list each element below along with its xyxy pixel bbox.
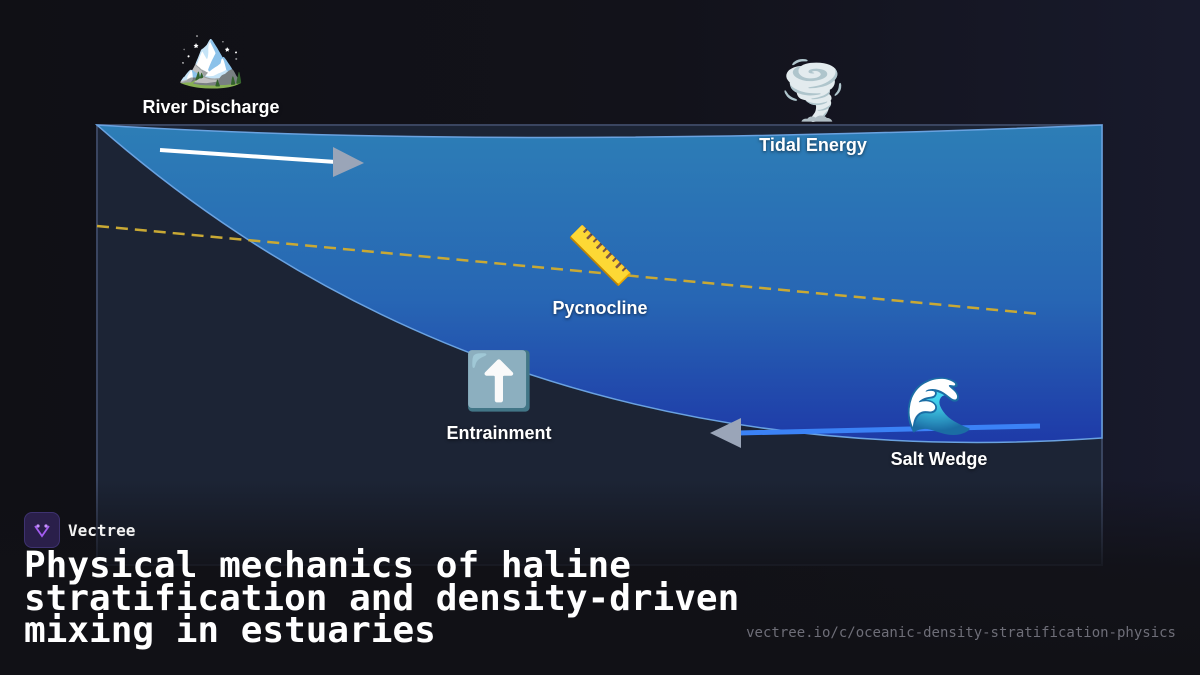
water-wave-icon: 🌊 bbox=[904, 374, 974, 437]
vectree-logo bbox=[24, 512, 60, 548]
salt-wedge-arrow-shaft bbox=[737, 423, 1041, 436]
vectree-logo-icon bbox=[34, 524, 50, 538]
tornado-icon: 🌪️ bbox=[778, 59, 848, 122]
brand: Vectree bbox=[24, 512, 135, 548]
river-flow-arrowhead bbox=[333, 147, 364, 177]
brand-name: Vectree bbox=[68, 520, 136, 540]
salt-wedge-arrowhead bbox=[710, 418, 741, 448]
fresh-water-layer bbox=[94, 124, 1103, 444]
snow-capped-mountain-icon: 🏔️ bbox=[176, 26, 246, 89]
salt-wedge-label: Salt Wedge bbox=[890, 449, 988, 469]
river-discharge-label: River Discharge bbox=[142, 97, 280, 117]
pycnocline-line bbox=[96, 224, 1041, 316]
ruler-icon: 📏 bbox=[565, 224, 635, 287]
pycnocline-label: Pycnocline bbox=[552, 298, 648, 318]
river-flow-arrow-shaft bbox=[159, 148, 337, 164]
entrainment-label: Entrainment bbox=[446, 423, 552, 443]
source-url[interactable]: vectree.io/c/oceanic-density-stratificat… bbox=[746, 625, 1176, 641]
tidal-energy-label: Tidal Energy bbox=[759, 135, 867, 155]
footer-fade bbox=[0, 480, 1200, 675]
up-arrow-icon: ⬆️ bbox=[464, 349, 534, 412]
page-title: Physical mechanics of haline stratificat… bbox=[24, 545, 740, 651]
